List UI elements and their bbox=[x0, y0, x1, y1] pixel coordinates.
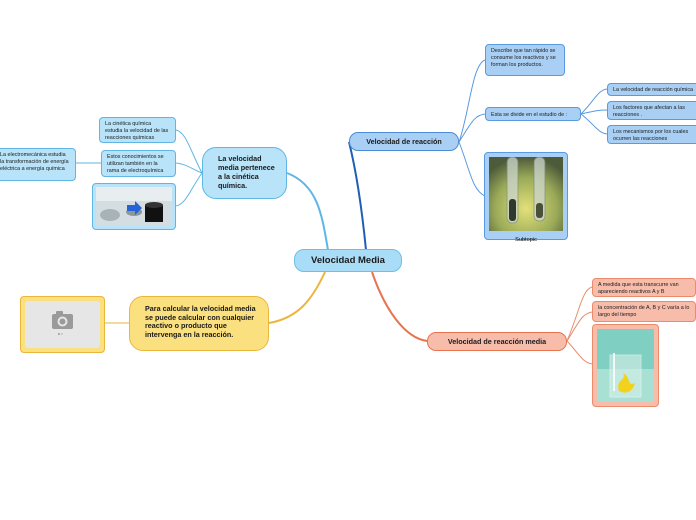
subtopic-electroquimica[interactable]: Estos conocimientos se utilizan también … bbox=[101, 150, 176, 177]
topic-velocidad-reaccion-media[interactable]: Velocidad de reacción media bbox=[427, 332, 567, 351]
subtopic-estudio-de[interactable]: Esta se divide en el estudio de : bbox=[485, 107, 581, 121]
image-placeholder bbox=[25, 301, 100, 348]
subtopic-electromecanica[interactable]: La electromecánica estudia la transforma… bbox=[0, 148, 76, 181]
lab-image-node[interactable] bbox=[92, 183, 176, 230]
beaker-reaction-image bbox=[597, 329, 654, 402]
subtopic-describe-rapido[interactable]: Describe que tan rápido se consume los r… bbox=[485, 44, 565, 76]
item-concentracion[interactable]: la concentración de A, B y C varía a lo … bbox=[592, 301, 696, 322]
lab-beakers-image bbox=[96, 187, 172, 226]
item-mecanismos[interactable]: Los mecanismos por los cuales ocurren la… bbox=[607, 125, 696, 144]
test-tubes-image bbox=[489, 156, 563, 231]
item-reactivos-a-b[interactable]: A medida que esta transcurre van apareci… bbox=[592, 278, 696, 297]
test-tubes-node[interactable]: Subtopic bbox=[484, 152, 568, 243]
beaker-image-node[interactable] bbox=[592, 324, 659, 407]
item-velocidad-reaccion-quimica[interactable]: La velocidad de reacción química bbox=[607, 83, 696, 96]
subtopic-cinetica-quimica[interactable]: La cinética química estudia la velocidad… bbox=[99, 117, 176, 143]
item-factores[interactable]: Los factores que afectan a las reaccione… bbox=[607, 101, 696, 120]
image-caption: Subtopic bbox=[515, 237, 537, 243]
central-topic[interactable]: Velocidad Media bbox=[294, 249, 402, 272]
camera-icon bbox=[52, 311, 73, 335]
topic-velocidad-de-reaccion[interactable]: Velocidad de reacción bbox=[349, 132, 459, 151]
topic-calcular-velocidad-media[interactable]: Para calcular la velocidad media se pued… bbox=[129, 296, 269, 351]
topic-velocidad-media-cinetica[interactable]: La velocidad media pertenece a la cinéti… bbox=[202, 147, 287, 199]
image-placeholder-node[interactable] bbox=[20, 296, 105, 353]
